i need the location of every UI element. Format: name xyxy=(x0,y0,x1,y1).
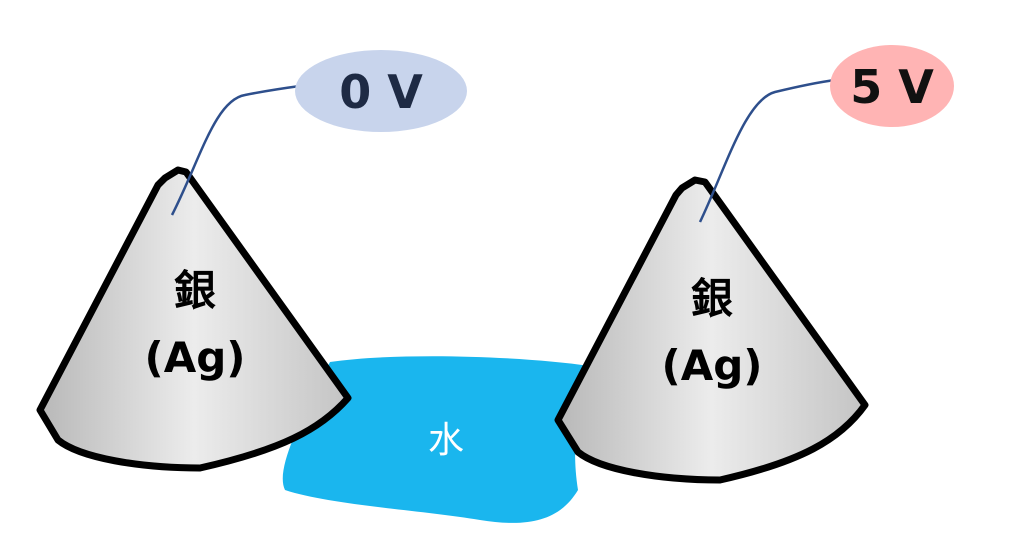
right-symbol-label: (Ag) xyxy=(662,341,763,390)
left-symbol-label: (Ag) xyxy=(145,333,246,382)
left-electrode-cone: 銀 (Ag) xyxy=(36,166,352,472)
right-material-label: 銀 xyxy=(691,274,733,323)
right-wire xyxy=(698,78,836,223)
right-voltage-label: 5 V xyxy=(850,60,934,114)
right-electrode-cone: 銀 (Ag) xyxy=(554,176,869,484)
left-voltage-label: 0 V xyxy=(339,65,423,119)
left-material-label: 銀 xyxy=(174,266,216,315)
right-voltage-badge: 5 V xyxy=(830,45,954,127)
water-label: 水 xyxy=(428,420,464,461)
left-voltage-badge: 0 V xyxy=(295,50,467,132)
left-wire xyxy=(170,84,301,216)
water-puddle xyxy=(282,356,590,523)
